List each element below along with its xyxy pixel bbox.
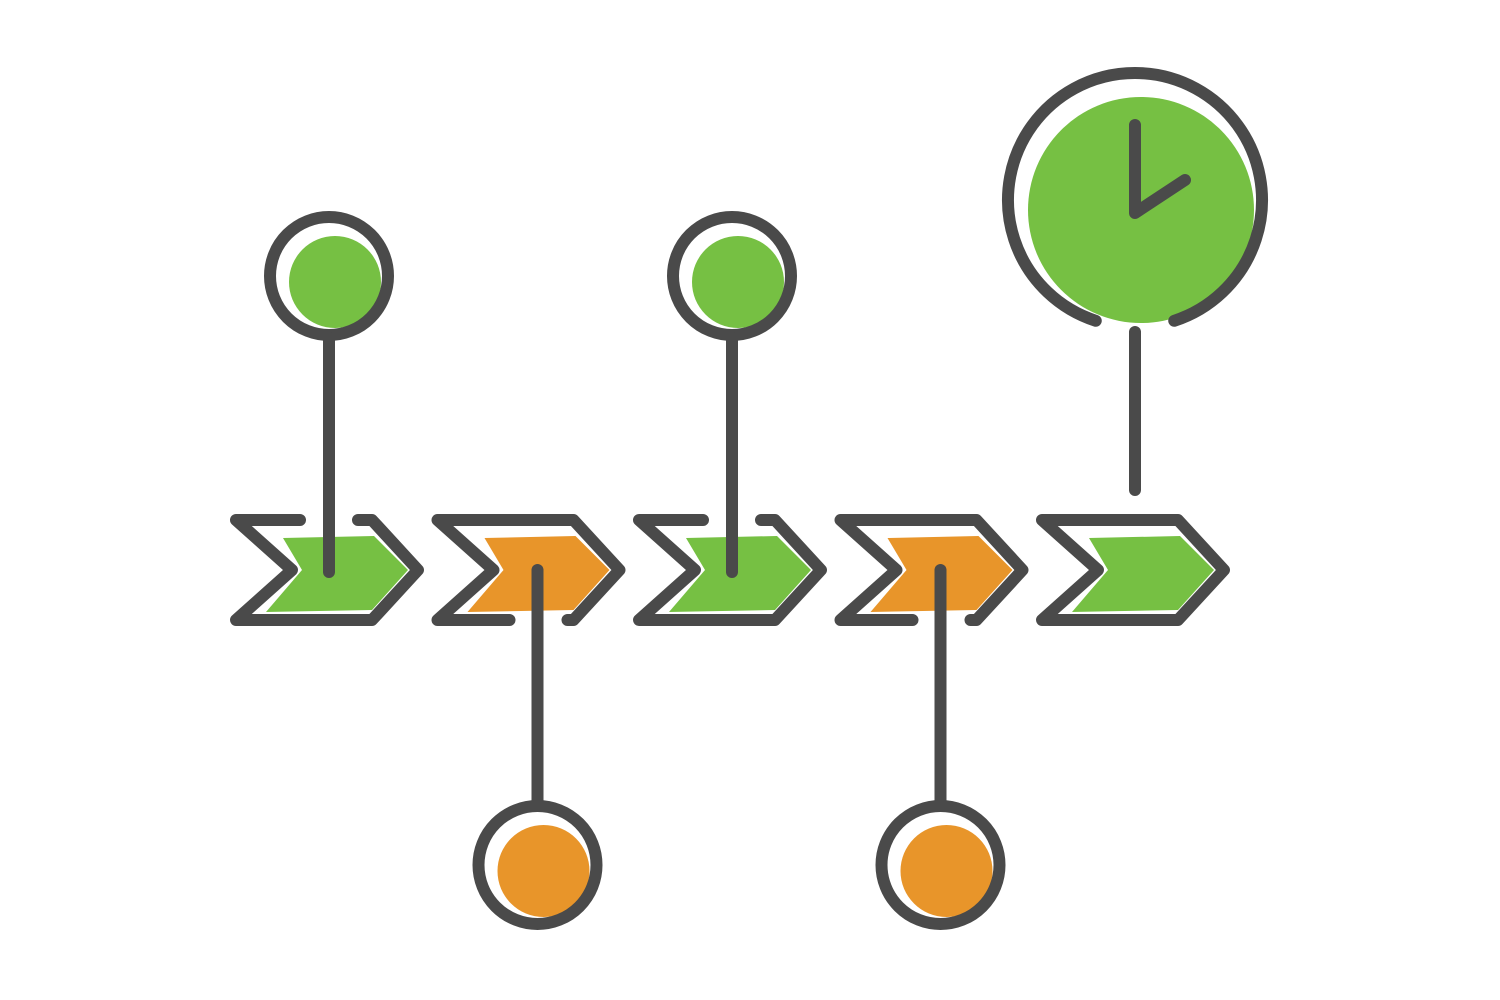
chevron-fill-green bbox=[1072, 536, 1214, 612]
chevron-fill-green bbox=[669, 536, 811, 612]
pin-dot-fill-green bbox=[692, 236, 784, 328]
chevron-outline bbox=[1036, 514, 1230, 626]
pin-dot-fill-green bbox=[289, 236, 381, 328]
chevron-outline bbox=[230, 514, 424, 626]
chevron-outline bbox=[834, 514, 1029, 626]
chevron-outline bbox=[431, 514, 626, 626]
pin-dot-fill-orange bbox=[900, 825, 993, 917]
clock-outline-icon bbox=[1002, 67, 1268, 327]
pin-dot-fill-orange bbox=[497, 825, 590, 917]
chevron-fill-green bbox=[266, 536, 408, 612]
clock-hands-icon bbox=[1129, 119, 1191, 219]
chevron-outline bbox=[633, 514, 827, 626]
